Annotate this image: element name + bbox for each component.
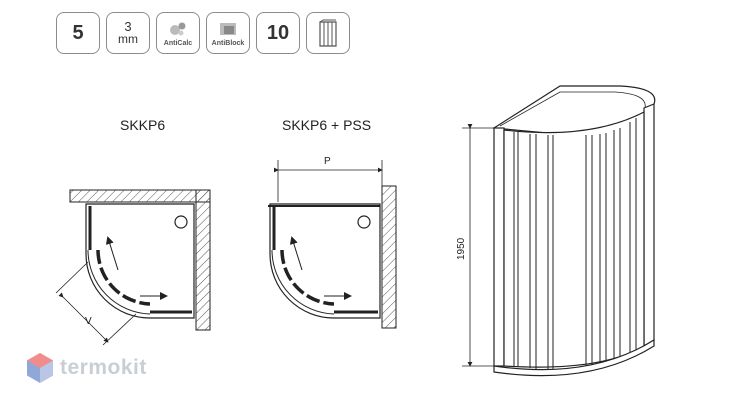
bottom-rail <box>493 338 655 377</box>
door-arc-outer-pss <box>271 249 335 315</box>
tray-outline-pss <box>269 203 381 319</box>
right-post <box>643 103 655 348</box>
hexagon-logo-icon <box>27 353 53 383</box>
right-wall <box>195 189 211 331</box>
antiblock-label: AntiBlock <box>211 39 245 47</box>
warranty-value: 10 <box>266 21 290 44</box>
dim-v-label: V <box>85 316 92 327</box>
watermark: termokit <box>26 352 147 384</box>
right-wall-pss <box>381 185 397 329</box>
anticalc-badge: AntiCalc <box>156 12 200 54</box>
antiblock-icon <box>220 22 236 35</box>
dim-v-line <box>58 292 109 343</box>
tray-outline <box>85 203 195 319</box>
anticalc-icon <box>170 22 186 35</box>
door-profile-badge <box>306 12 350 54</box>
open-arrow-up-pss <box>289 236 303 271</box>
warranty-badge: 10 <box>256 12 300 54</box>
watermark-text: termokit <box>60 356 147 379</box>
top-wall <box>69 189 211 203</box>
door-profiles <box>513 118 637 370</box>
glass-thickness-value: 3 <box>124 19 132 34</box>
glass-thickness-badge: 3 mm <box>106 12 150 54</box>
dim-height-label: 1950 <box>456 237 467 260</box>
anticalc-label: AntiCalc <box>163 39 193 47</box>
left-diagram-title: SKKP6 <box>120 117 166 133</box>
antiblock-badge: AntiBlock <box>206 12 250 54</box>
feature-badges: 5 3 mm AntiCalc AntiBlock 10 <box>56 12 350 54</box>
middle-diagram-title: SKKP6 + PSS <box>282 117 372 133</box>
drain-icon <box>174 215 188 229</box>
open-arrow-up <box>105 236 119 271</box>
glass-thickness-unit: mm <box>118 32 138 46</box>
front-panel-outline <box>503 111 645 368</box>
drain-icon-pss <box>357 215 371 229</box>
enclosure-3d-view: 1950 <box>456 85 656 377</box>
thickness-badge: 5 <box>56 12 100 54</box>
dim-p-label: P <box>324 156 331 167</box>
door-arc <box>96 249 151 306</box>
door-arc-pss <box>280 249 335 306</box>
thickness-value: 5 <box>72 21 84 44</box>
door-profile-icon <box>319 19 337 47</box>
skkp6-pss-plan-diagram: P <box>268 156 397 329</box>
left-post <box>493 127 505 367</box>
skkp6-plan-diagram: V <box>55 189 211 346</box>
